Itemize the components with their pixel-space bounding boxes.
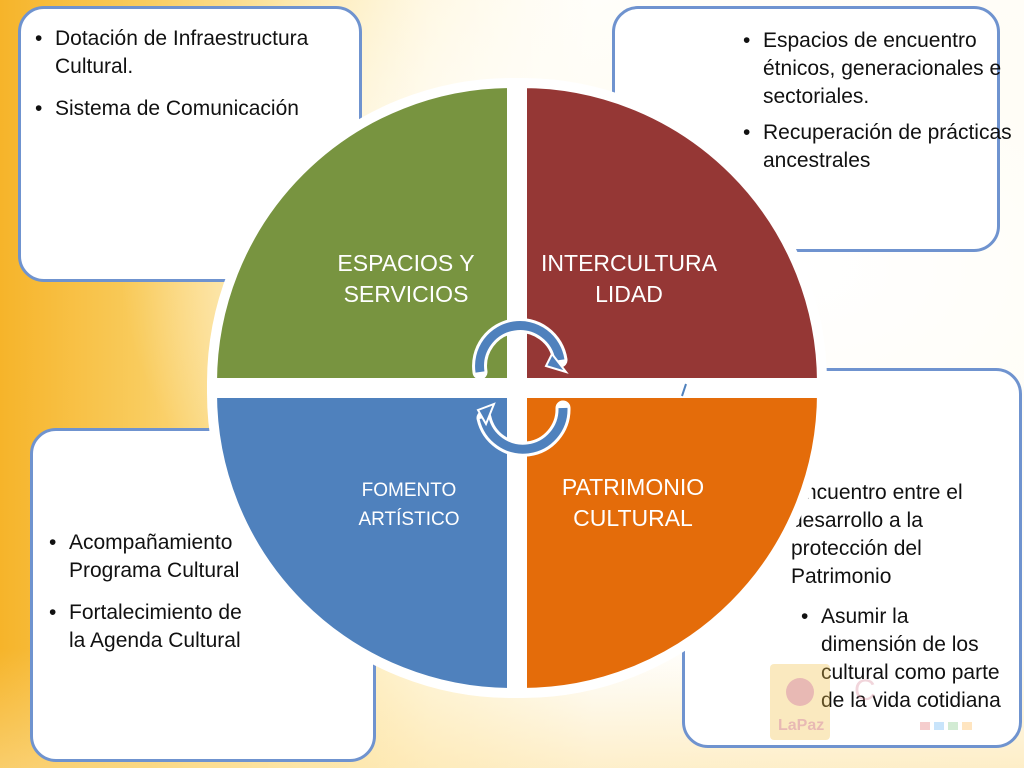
label-fomento-artistico: FOMENTO ARTÍSTICO [336,476,482,534]
bullet-item: Dotación de Infraestructura Cultural. [35,25,359,81]
cycle-arrow-icon [472,318,569,380]
label-line: INTERCULTURA [541,250,717,276]
quadrant-patrimonio-cultural [517,388,828,699]
quadrant-espacios-servicios [206,77,517,388]
label-line: CULTURAL [573,505,693,531]
bullet-item: Sistema de Comunicación [35,95,359,123]
label-interculturalidad: INTERCULTURA LIDAD [534,248,724,310]
bullet-list: Encuentro entre el desarrollo a la prote… [791,479,1001,715]
cycle-arrow-icon [476,400,571,457]
quadrant-fomento-artistico [206,388,517,699]
label-line: PATRIMONIO [561,474,705,500]
label-line: LIDAD [595,281,663,307]
bullet-item: Acompañamiento Programa Cultural [49,529,269,585]
divider-mark [681,383,687,397]
bullet-item: Espacios de encuentro étnicos, generacio… [743,27,1013,111]
logo-watermark: LaPaz C [770,664,1000,740]
bullet-item: Asumir la dimensión de los cultural como… [801,603,1001,715]
label-patrimonio-cultural: PATRIMONIO CULTURAL [548,472,718,534]
label-line: ARTÍSTICO [358,509,460,530]
label-line: ESPACIOS Y [337,250,475,276]
label-line: FOMENTO [361,480,457,501]
quadrant-interculturalidad [517,77,828,388]
logo-text: LaPaz [778,717,824,734]
svg-text:C: C [854,674,876,707]
bullet-list: Espacios de encuentro étnicos, generacio… [733,27,1013,175]
box-fomento-artistico: Acompañamiento Programa Cultural Fortale… [30,428,376,762]
label-line: SERVICIOS [343,281,469,307]
intro-text: Encuentro entre el desarrollo a la prote… [791,481,963,588]
label-espacios-servicios: ESPACIOS Y SERVICIOS [326,248,486,310]
bullet-item: Recuperación de prácticas ancestrales [743,119,1013,175]
bullet-list: Acompañamiento Programa Cultural Fortale… [39,529,269,655]
bullet-item: Fortalecimiento de la Agenda Cultural [49,599,249,655]
bullet-list: Dotación de Infraestructura Cultural. Si… [25,25,359,123]
